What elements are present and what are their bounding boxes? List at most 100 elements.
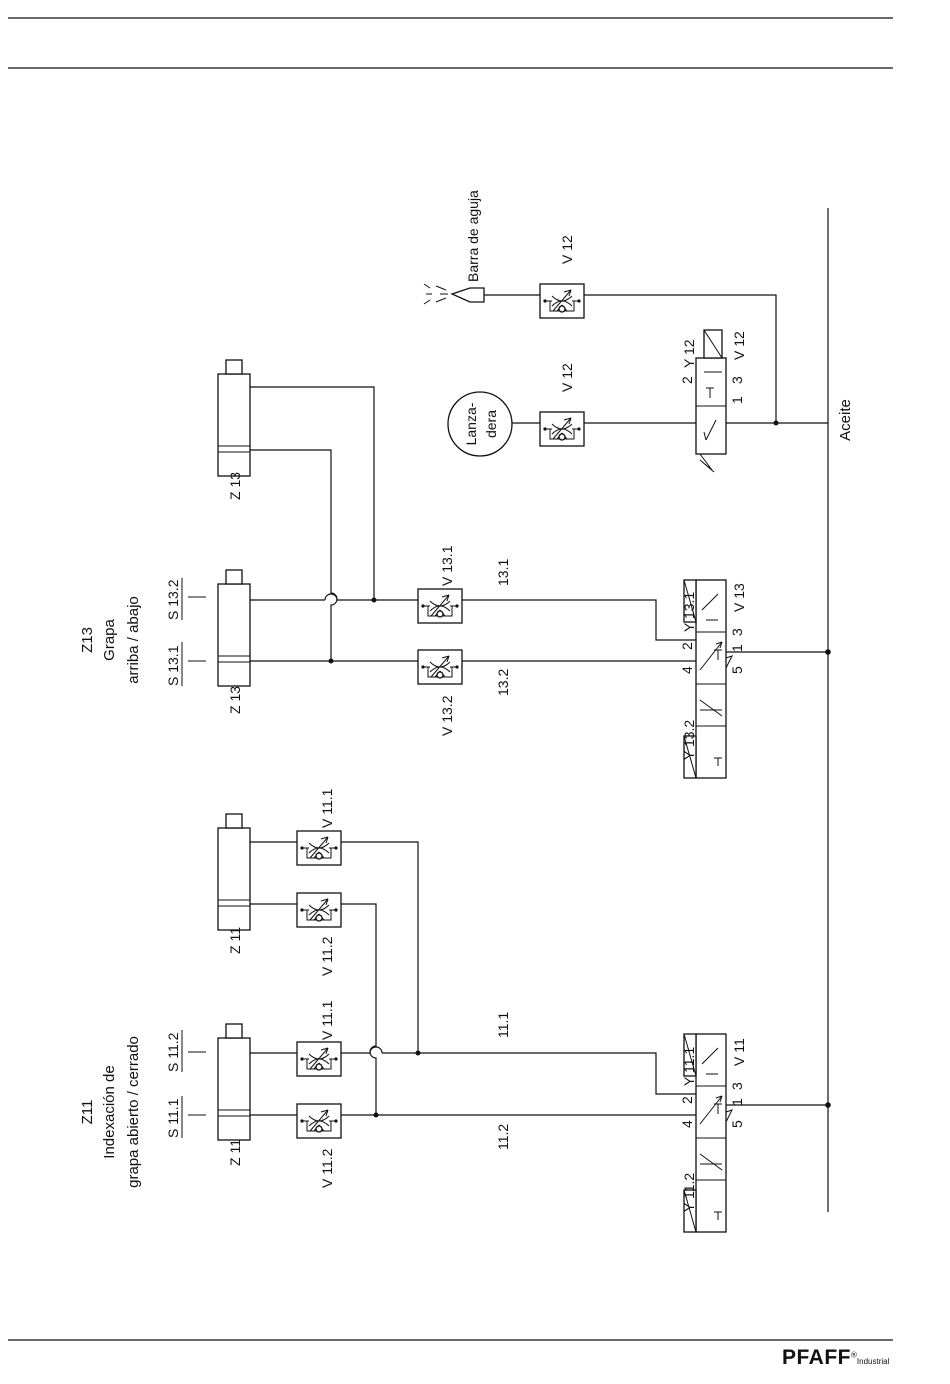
throttle-v11-2-bottom-label: V 11.2 [319,1148,335,1188]
needle-bar-supply-line [584,294,777,423]
cylinder-z11-top-label: Z 11 [227,927,243,954]
svg-text:13.1: 13.1 [495,559,511,586]
line-11-1 [382,1052,696,1095]
z13-junction-b [328,658,334,664]
throttle-v13-2-label: V 13.2 [439,695,455,736]
svg-text:S 13.2: S 13.2 [165,579,181,620]
svg-text:V 11: V 11 [731,1038,747,1066]
cylinder-z13-left-label: Z 13 [227,686,243,714]
throttle-v11-1-bottom [296,1041,342,1077]
svg-text:3: 3 [729,628,745,636]
needle-bar-label: Barra de aguja [465,190,481,282]
registered-mark: ® [851,1350,857,1360]
svg-text:2: 2 [679,642,695,650]
z13-group-line2: arriba / abajo [125,596,142,684]
valve-v11-supply-junction [825,1102,831,1108]
svg-text:S 13.1: S 13.1 [165,645,181,686]
svg-text:V 12: V 12 [731,331,747,360]
z11-top-line-b [341,903,377,1115]
line-11-1-label: 11.1 [495,1012,511,1038]
svg-text:2: 2 [679,376,695,384]
port-v13-5: 5 [729,666,745,674]
z11-junction-b [373,1112,379,1118]
svg-text:Y 13.2: Y 13.2 [681,720,697,760]
brand-division: Industrial [856,1357,890,1366]
z11-top-line-a [341,841,419,1053]
svg-text:arriba / abajo: arriba / abajo [125,596,142,684]
svg-text:Z13: Z13 [79,627,96,653]
z13-junction-a [371,597,377,603]
cylinder-z11-top [217,813,251,931]
throttle-v12-needle-label: V 12 [559,235,575,264]
throttle-v11-1-bottom-label: V 11.1 [319,1000,335,1040]
throttle-v13-1-label: V 13.1 [439,545,455,586]
throttle-v11-2-bottom [296,1103,342,1139]
svg-text:3: 3 [729,1082,745,1090]
sensor-z13-ticks [188,596,206,662]
sensor-s11-1: S 11.1 [165,1098,181,1138]
svg-text:V 13.2: V 13.2 [439,695,455,736]
port-v13-2: 2 [679,642,695,650]
throttle-v11-2-top [296,892,342,928]
svg-text:V 12: V 12 [559,363,575,392]
port-v11-5: 5 [729,1120,745,1128]
port-v12-2: 2 [679,376,695,384]
svg-text:2: 2 [679,1096,695,1104]
sensor-z11-ticks [188,1051,206,1116]
z11-crossover [369,1046,383,1054]
z13-group-id: Z13 [79,627,96,653]
svg-text:Aceite: Aceite [837,399,854,441]
needle-bar-nozzle-icon [423,283,485,305]
svg-text:Y 12: Y 12 [681,339,697,368]
svg-text:4: 4 [679,666,695,674]
cylinder-z13-top [217,359,251,477]
svg-text:V 11.2: V 11.2 [319,1148,335,1188]
port-v13-4: 4 [679,666,695,674]
throttle-v12-hook [539,411,585,447]
valve-v12-label: V 12 [731,331,747,360]
port-v11-1: 1 [729,1098,745,1106]
brand-name: PFAFF [782,1346,851,1369]
valve-v13-supply-junction [825,649,831,655]
sensor-s13-1: S 13.1 [165,645,181,686]
z11-group-line2: grapa abierto / cerrado [125,1036,142,1188]
svg-text:Y 11.2: Y 11.2 [681,1173,697,1212]
coil-y13-2-label: Y 13.2 [681,720,697,760]
throttle-v13-2 [417,649,463,685]
hook-icon [447,391,513,457]
z11-top-cyl-lines [250,841,297,905]
cylinder-z11-bottom-label: Z 11 [227,1139,243,1166]
svg-text:11.2: 11.2 [495,1124,511,1150]
cylinder-z13-top-label: Z 13 [227,472,243,500]
coil-y11-2-label: Y 11.2 [681,1173,697,1212]
sensor-s11-2: S 11.2 [165,1032,181,1072]
z11-group-line1: Indexación de [101,1065,118,1158]
svg-text:V 13: V 13 [731,583,747,612]
svg-text:dera: dera [483,410,499,438]
port-v11-2: 2 [679,1096,695,1104]
svg-text:3: 3 [729,376,745,384]
valve-v11-label: V 11 [731,1038,747,1066]
valve-v13-label: V 13 [731,583,747,612]
port-v12-3: 3 [729,376,745,384]
cylinder-z11-bottom [217,1023,251,1141]
svg-text:Lanza-: Lanza- [463,402,479,445]
svg-text:V 11.2: V 11.2 [319,936,335,976]
svg-text:Z 13: Z 13 [227,472,243,500]
svg-text:11.1: 11.1 [495,1012,511,1038]
svg-text:S 11.1: S 11.1 [165,1098,181,1138]
svg-text:V 11.1: V 11.1 [319,1000,335,1040]
svg-text:Indexación de: Indexación de [101,1065,118,1158]
supply-label: Aceite [837,399,854,441]
hook-label-2: dera [483,410,499,438]
svg-text:Y 13.1: Y 13.1 [681,592,697,632]
svg-text:Z 13: Z 13 [227,686,243,714]
throttle-v12-hook-label: V 12 [559,363,575,392]
svg-text:4: 4 [679,1120,695,1128]
svg-text:Grapa: Grapa [101,619,118,661]
z11-bottom-cyl-lines [250,1052,297,1116]
coil-y11-1-label: Y 11.1 [681,1047,697,1086]
pfaff-logo: PFAFF®Industrial [782,1346,889,1370]
